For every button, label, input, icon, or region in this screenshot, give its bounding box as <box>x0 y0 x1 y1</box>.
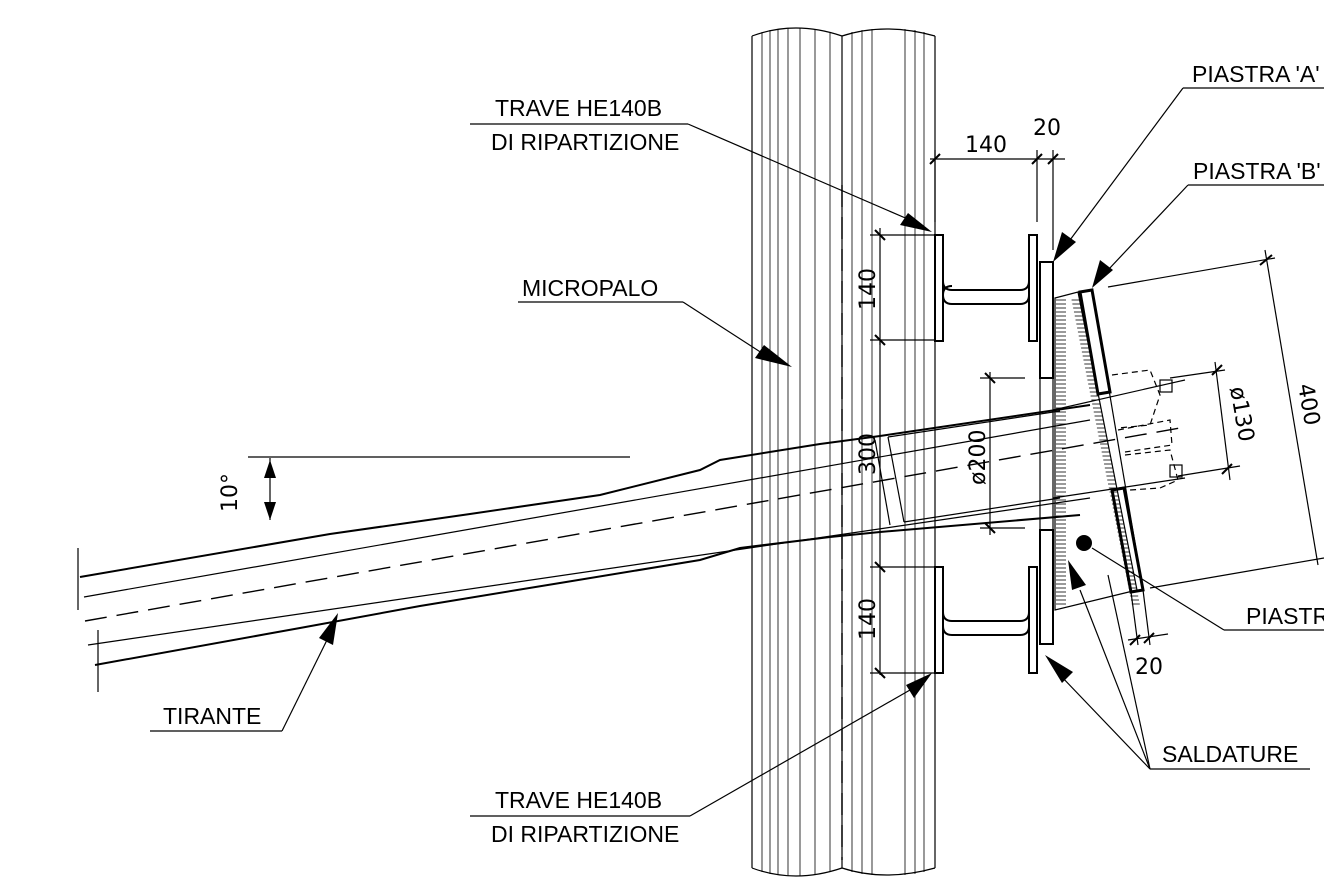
label-micropalo: MICROPALO <box>522 275 658 301</box>
label-piastra-b: PIASTRA 'B' <box>1193 158 1321 184</box>
piastra-a-plate <box>1039 261 1054 645</box>
label-saldature: SALDATURE <box>1162 741 1298 767</box>
dim-300: 300 <box>856 433 881 475</box>
he140b-beam-bottom <box>934 566 1038 674</box>
weld-marker-dot <box>1076 535 1092 551</box>
label-piastra-a: PIASTRA 'A' <box>1192 61 1320 87</box>
label-trave-top-line2: DI RIPARTIZIONE <box>491 129 679 155</box>
text-labels: TRAVE HE140B DI RIPARTIZIONE MICROPALO T… <box>163 61 1324 847</box>
pile-shading <box>761 28 925 876</box>
dim-140-left-top: 140 <box>856 268 881 310</box>
dim-130: ø130 <box>1224 385 1258 444</box>
dim-angle-10: 10° <box>218 473 243 512</box>
label-tirante: TIRANTE <box>163 703 261 729</box>
micropalo-pile <box>751 27 936 877</box>
dim-140-top: 140 <box>965 133 1007 158</box>
label-trave-bottom-line1: TRAVE HE140B <box>495 787 662 813</box>
label-trave-bottom-line2: DI RIPARTIZIONE <box>491 821 679 847</box>
anchor-nuts <box>1111 369 1183 491</box>
dim-20-bottom: 20 <box>1135 655 1163 680</box>
leader-lines <box>150 87 1324 817</box>
dim-200: ø200 <box>966 430 991 485</box>
dimension-lines <box>248 150 1324 679</box>
label-piastra-c: PIASTR <box>1246 603 1324 629</box>
dim-400: 400 <box>1292 382 1324 428</box>
label-trave-top-line1: TRAVE HE140B <box>495 95 662 121</box>
weld-hatching <box>1054 291 1140 611</box>
dim-20-top: 20 <box>1033 116 1061 141</box>
dim-140-left-bottom: 140 <box>856 598 881 640</box>
tirante-anchor <box>77 379 1186 692</box>
he140b-beam-top <box>934 234 1038 342</box>
